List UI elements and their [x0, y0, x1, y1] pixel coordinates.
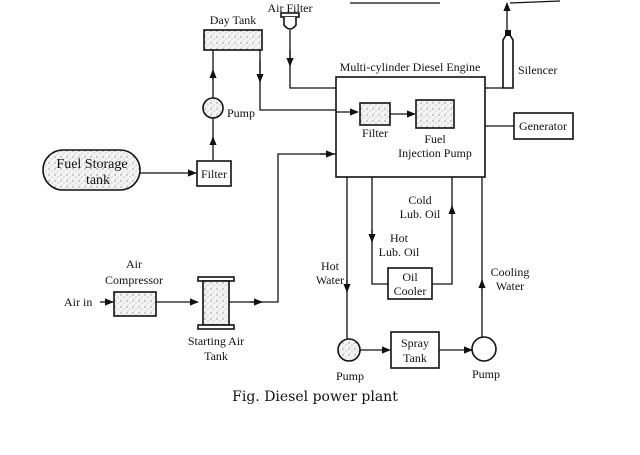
oil-cooler: Oil Cooler [387, 267, 433, 300]
engine-label: Multi-cylinder Diesel Engine [340, 60, 481, 74]
day-tank-to-engine-line [259, 50, 336, 111]
starting-air-tank-label-2: Tank [204, 349, 228, 363]
air-compressor-label-1: Air [126, 257, 142, 271]
generator-label: Generator [519, 119, 567, 133]
cold-lub-oil-label-2: Lub. Oil [400, 207, 441, 221]
air-filter: Air Filter [268, 1, 336, 89]
day-tank: Day Tank [203, 13, 263, 51]
starting-air-tank: Starting Air Tank [188, 150, 336, 363]
spray-tank-label-2: Tank [403, 351, 427, 365]
fuel-storage-tank: Fuel Storage tank [42, 149, 197, 191]
silencer: Silencer [485, 30, 557, 89]
generator: Generator [485, 112, 574, 140]
water-pump-left-label: Pump [336, 369, 364, 383]
air-filter-label: Air Filter [268, 1, 313, 15]
fuel-storage-label-2: tank [86, 173, 110, 188]
spray-tank: Spray Tank [390, 331, 473, 369]
engine-filter [359, 102, 391, 126]
starting-air-tank-label-1: Starting Air [188, 334, 244, 348]
day-tank-label: Day Tank [210, 13, 257, 27]
oil-cooler-label-2: Cooler [394, 284, 427, 298]
hot-water-label-1: Hot [321, 259, 340, 273]
hot-lub-oil-label-1: Hot [390, 231, 409, 245]
fuel-injection-pump-label-2: Injection Pump [398, 146, 472, 160]
cold-lub-oil-label-1: Cold [408, 193, 431, 207]
fuel-pump: Pump [202, 50, 255, 160]
engine-filter-label: Filter [362, 126, 388, 140]
air-compressor: Air Compressor Air in [64, 257, 199, 317]
cooling-water-label-1: Cooling [491, 265, 530, 279]
air-in-label: Air in [64, 295, 92, 309]
hot-lub-oil-label-2: Lub. Oil [379, 245, 420, 259]
water-pump-right: Pump [471, 336, 500, 381]
water-pump-left: Pump [336, 338, 391, 383]
hot-water-label-2: Water [316, 273, 344, 287]
lube-oil-circuit: Cold Lub. Oil Hot Lub. Oil [368, 177, 456, 285]
spray-tank-label-1: Spray [401, 336, 429, 350]
oil-cooler-label-1: Oil [402, 270, 418, 284]
figure-caption: Fig. Diesel power plant [232, 389, 398, 405]
exhaust-line [350, 0, 561, 30]
fuel-pump-label: Pump [227, 106, 255, 120]
water-pump-right-label: Pump [472, 367, 500, 381]
fuel-filter-label: Filter [201, 167, 227, 181]
fuel-storage-label-1: Fuel Storage [56, 157, 127, 172]
fuel-injection-pump-label-1: Fuel [424, 132, 446, 146]
cooling-water-label-2: Water [496, 279, 524, 293]
diesel-engine: Multi-cylinder Diesel Engine Filter Fuel… [335, 60, 486, 178]
silencer-label: Silencer [518, 63, 557, 77]
air-compressor-label-2: Compressor [105, 273, 163, 287]
cooling-water-circuit: Hot Water Cooling Water [316, 177, 530, 340]
fuel-filter: Filter [196, 160, 232, 187]
fuel-injection-pump [415, 99, 455, 129]
